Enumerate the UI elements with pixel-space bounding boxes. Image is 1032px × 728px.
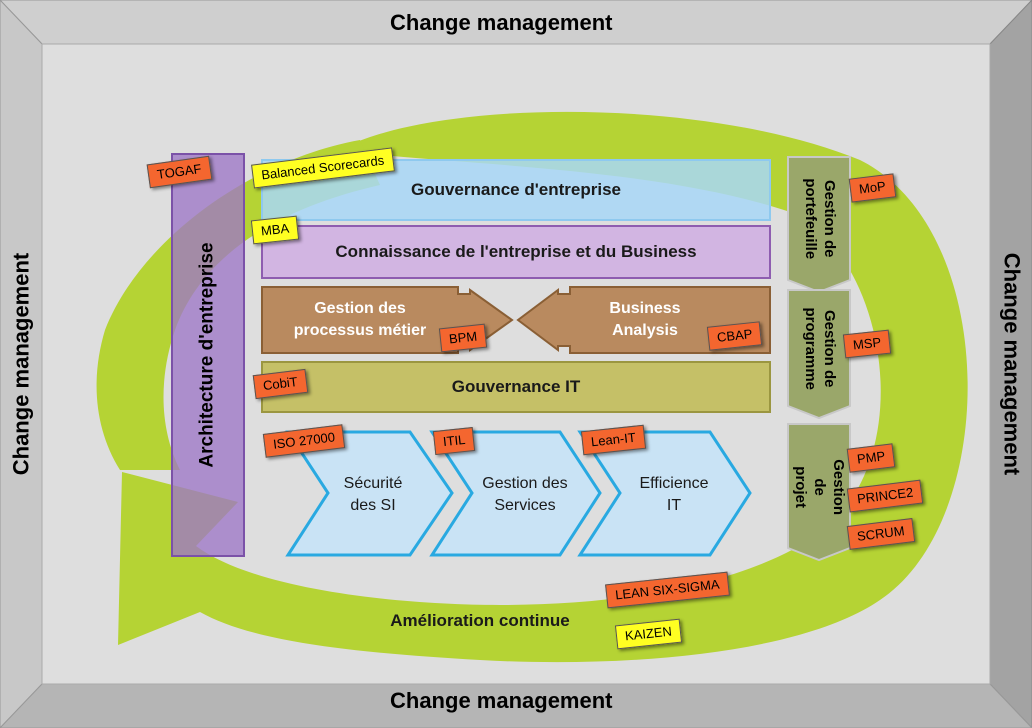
- band-connaissance-shape: [261, 225, 771, 279]
- architecture-column: [171, 153, 245, 557]
- tag-itil: ITIL: [432, 426, 476, 456]
- band-gouvernance-it-shape: [261, 361, 771, 413]
- chevron-efficience-shape: [577, 430, 752, 557]
- step-portefeuille-wrap: Gestion de portefeuille: [788, 157, 850, 281]
- frame-label-left: Change management: [8, 252, 33, 476]
- band-gouvernance-entreprise: Gouvernance d'entreprise: [410, 179, 621, 199]
- tag-msp: MSP: [842, 329, 892, 359]
- frame-label-right: Change management: [999, 252, 1024, 476]
- frame-label-right-wrap: Change management: [990, 44, 1032, 684]
- frame-label-top: Change management: [390, 10, 613, 35]
- step-projet: Gestion de projet: [792, 459, 848, 515]
- architecture-label-wrap: Architecture d'entreprise: [172, 154, 244, 556]
- band-business-analysis: Business Analysis: [609, 300, 681, 339]
- cycle-label: Amélioration continue: [390, 610, 570, 630]
- step-portefeuille: Gestion de portefeuille: [802, 178, 838, 260]
- tag-bpm: BPM: [438, 323, 488, 353]
- step-projet-shape: [787, 423, 851, 562]
- chevron-services: Gestion des Services: [482, 475, 568, 514]
- step-projet-wrap: Gestion de projet: [788, 424, 850, 550]
- chevron-efficience: Efficience IT: [639, 475, 709, 514]
- chevron-securite: Sécurité des SI: [343, 475, 403, 514]
- tag-mba: MBA: [250, 215, 300, 245]
- band-connaissance: Connaissance de l'entreprise et du Busin…: [335, 241, 697, 261]
- band-gouvernance-it: Gouvernance IT: [451, 376, 581, 396]
- frame-label-bottom: Change management: [390, 688, 613, 713]
- band-gestion-processus: Gestion des processus métier: [293, 300, 427, 339]
- step-programme-shape: [787, 289, 851, 420]
- frame-label-left-wrap: Change management: [0, 44, 42, 684]
- step-programme: Gestion de programme: [802, 307, 838, 391]
- step-programme-wrap: Gestion de programme: [788, 290, 850, 408]
- step-portefeuille-shape: [787, 156, 851, 294]
- chevron-services-shape: [429, 430, 602, 557]
- chevron-securite-shape: [285, 430, 454, 557]
- architecture-label: Architecture d'entreprise: [197, 242, 219, 468]
- cycle-arrow: [118, 111, 968, 663]
